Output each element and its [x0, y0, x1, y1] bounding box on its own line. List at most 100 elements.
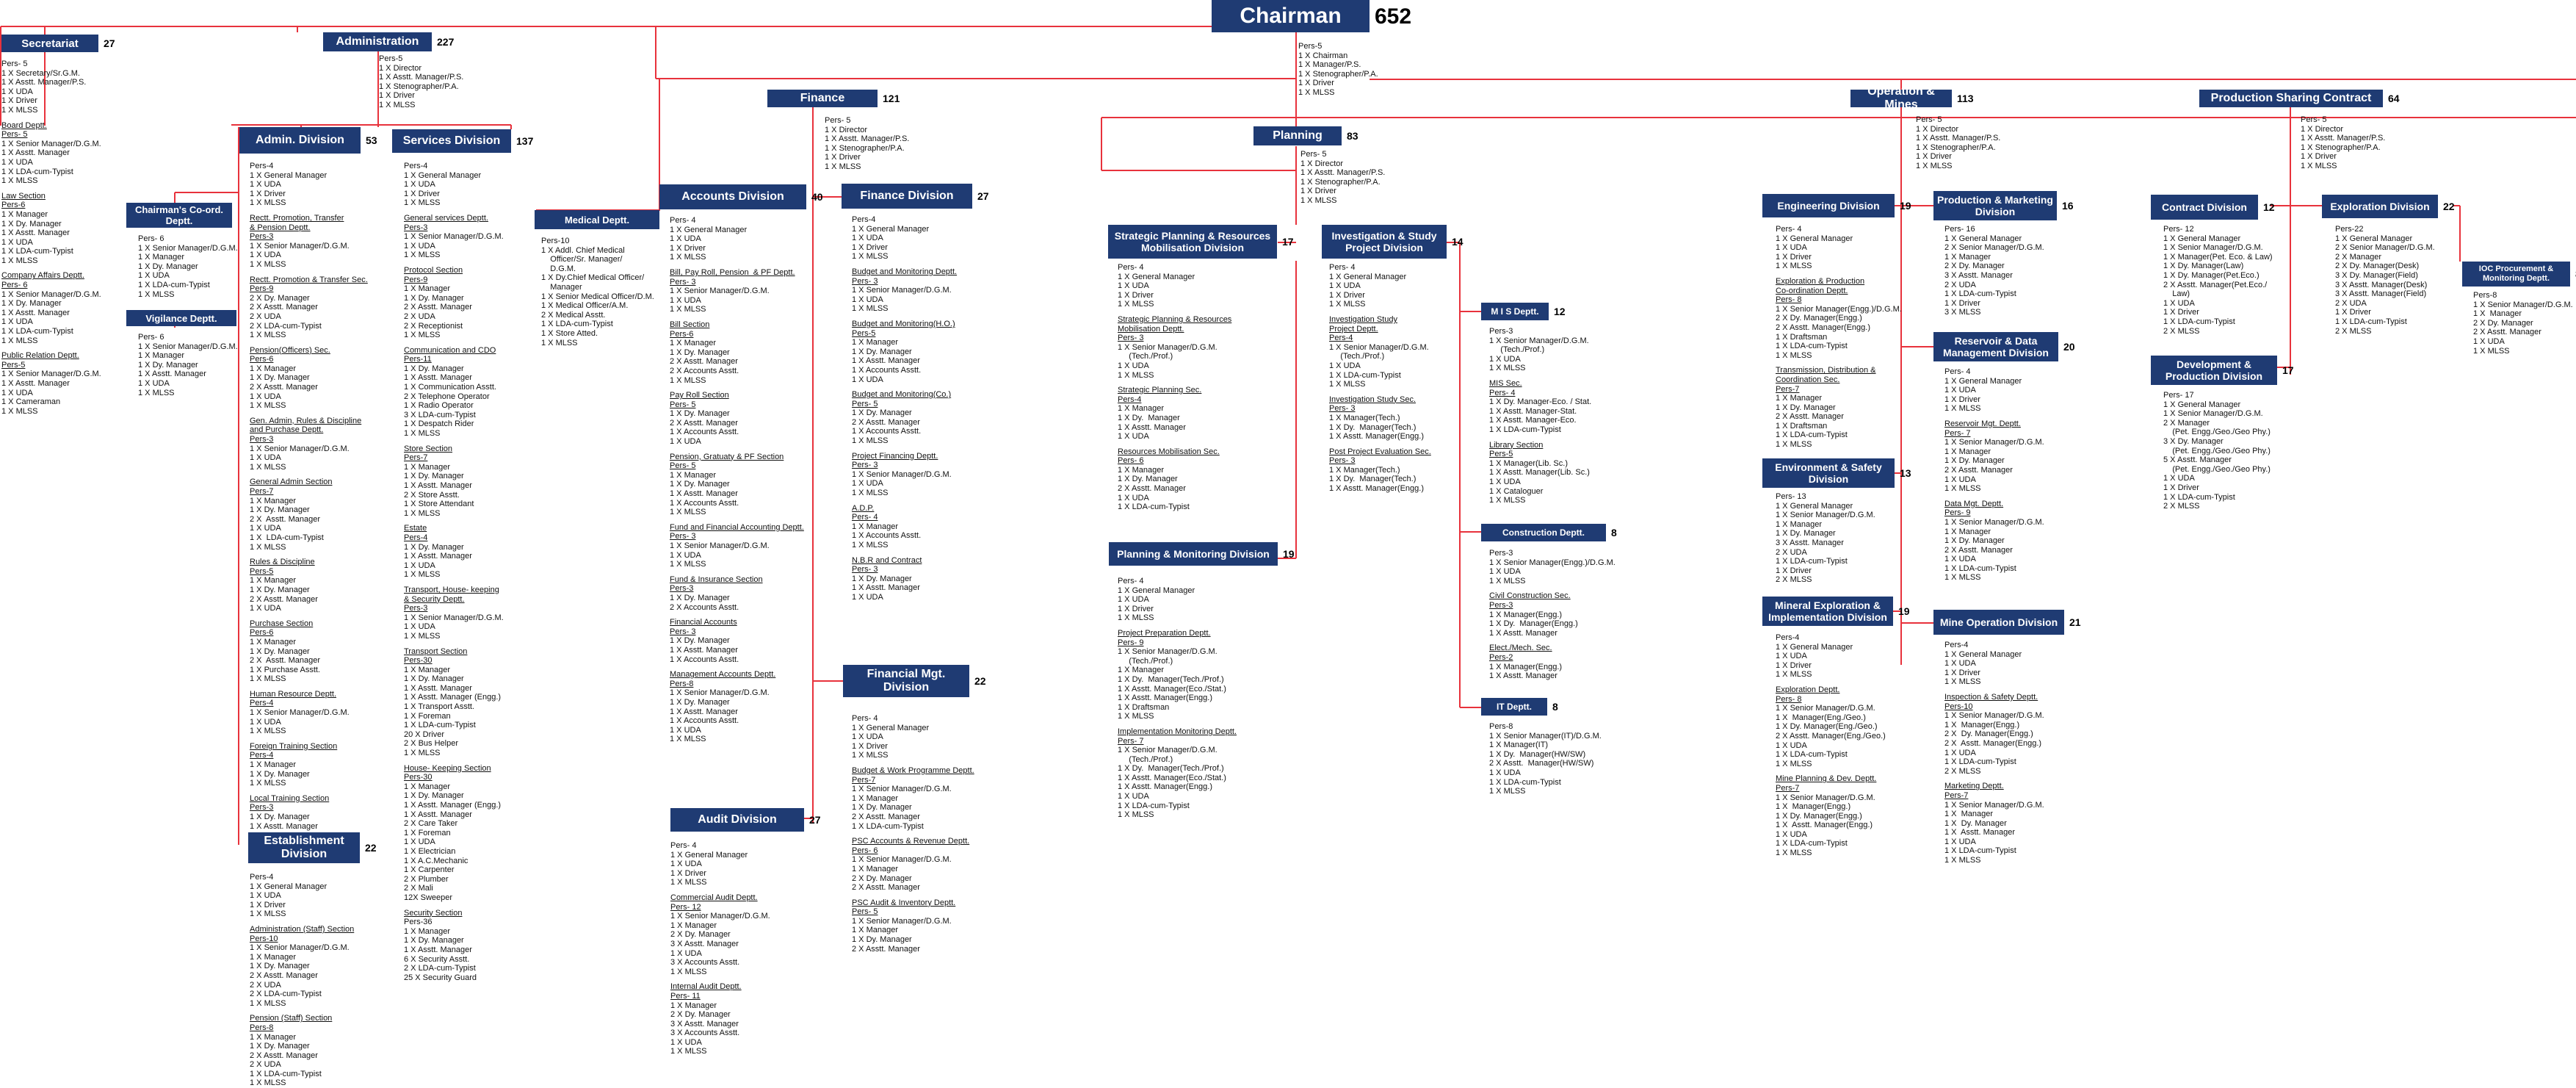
staff-line: 1 X Asstt. Manager [404, 945, 472, 954]
staff-line: 1 X Asstt. Manager (Engg.) [404, 693, 502, 702]
staff-line: 1 X MLSS [1944, 484, 1981, 494]
staff-line: 1 X Driver [1776, 566, 1812, 575]
staff-line: 1 X Driver [1118, 290, 1154, 300]
staff-line: 1 X Dy. Manager [250, 505, 310, 515]
staff-line: 1 X UDA [250, 453, 281, 463]
staff-line: 1 X Asstt. Manager [1, 148, 70, 158]
staff-line: Pers-3 [250, 435, 274, 444]
staff-line: 2 X Asstt. Manager(Pet.Eco./ [2163, 280, 2268, 289]
staff-line: 2 X MLSS [2335, 326, 2372, 336]
staff-line: Pers-3 [670, 584, 694, 594]
staff-line: 1 X UDA [852, 234, 883, 243]
staff-line: Pers-10 [1944, 702, 1973, 711]
staff-line: Pers- 4 [670, 216, 696, 225]
staff-line: 1 X UDA [670, 948, 702, 958]
staff-line: Pers-6 [250, 355, 274, 364]
org-unit-secretariat: Secretariat [1, 35, 98, 52]
staff-line: 1 X MLSS [1776, 350, 1812, 360]
staff-line: 1 X Senior Manager/D.G.M. [1776, 793, 1875, 802]
staff-line: 1 X Driver [852, 741, 888, 751]
staff-line: 1 X UDA [1118, 281, 1149, 291]
staff-line: 1 X UDA [1776, 829, 1807, 839]
staff-line: 1 X Dy. Manager(Tech.) [1329, 422, 1417, 432]
staff-line: 2 X Asstt. Manager [670, 357, 738, 367]
staff-line: Pers-11 [404, 355, 432, 364]
staff-line: Pers-6 [250, 628, 274, 638]
staff-line: 3 X Asstt. Manager [1776, 538, 1844, 547]
staff-line: 2 X Manager [2335, 252, 2381, 262]
staff-line: Pers- 3 [1329, 404, 1356, 414]
staff-line: 1 X Despatch Rider [404, 419, 474, 429]
staff-line: 2 X MLSS [2163, 502, 2200, 511]
staff-line: 1 X UDA [1776, 243, 1807, 253]
staff-line: 1 X LDA-cum-Typist [1, 167, 73, 176]
staff-line: 1 X Accounts Asstt. [852, 427, 922, 436]
staff-line: 1 X Dy. Manager [404, 472, 464, 481]
staff-line: 2 X LDA-cum-Typist [404, 964, 476, 973]
staff-line: 1 X Manager(Pet. Eco. & Law) [2163, 252, 2273, 262]
staff-line: Pers-4 [250, 699, 274, 708]
staff-line: 1 X UDA [852, 732, 883, 742]
staff-line: 2 X Accounts Asstt. [670, 602, 739, 612]
staff-line: 1 X Medical Officer/A.M. [541, 301, 629, 311]
staff-line: 1 X Driver [2163, 483, 2199, 492]
unit-headcount: 22 [365, 842, 377, 854]
staff-line: Pers-7 [1944, 790, 1969, 800]
staff-line: 1 X Senior Manager/D.G.M. [1776, 511, 1875, 520]
staff-line: 1 X MLSS [670, 305, 706, 314]
staff-line: 1 X General Manager [2163, 234, 2241, 243]
staff-line: 1 X LDA-cum-Typist [1776, 557, 1848, 566]
staff-line: 1 X General Manager [1118, 586, 1195, 595]
staff-line: Pers-4 [1329, 334, 1353, 343]
staff-line: Pers-8 [2473, 291, 2497, 300]
staff-line: 1 X Driver [404, 189, 440, 198]
staff-line: 1 X Asstt. Manager/P.S. [825, 134, 910, 144]
staff-line: 1 X A.C.Mechanic [404, 856, 468, 865]
staff-line: Pers- 6 [138, 234, 164, 243]
staff-line: Pers- 5 [670, 400, 696, 409]
staff-line: Pers-4 [1944, 641, 1969, 649]
staff-line: 1 X Asstt. Manager [852, 583, 920, 593]
org-unit-mineop: Mine Operation Division [1933, 610, 2064, 635]
staff-line: 1 X Dy. Manager [1944, 536, 2005, 546]
staff-line: 1 X Manager(Engg.) [1489, 662, 1563, 671]
staff-line: 1 X Draftsman [1776, 332, 1828, 342]
staff-line: 2 X Medical Asstt. [541, 310, 606, 320]
staff-line: 1 X Manager [852, 926, 898, 935]
staff-line: 1 X Director [2301, 124, 2344, 134]
staff-line: Pers-7 [1776, 783, 1800, 793]
staff-line: 1 X UDA [404, 561, 435, 570]
staff-line: Library Section [1489, 440, 1544, 450]
staff-line: 1 X Asstt. Manager [1, 228, 70, 238]
staff-line: 1 X UDA [1, 388, 33, 397]
staff-line: Budget and Monitoring(H.O.) [852, 319, 955, 328]
staff-line: 2 X MLSS [2163, 326, 2200, 336]
staff-line: 1 X MLSS [1916, 161, 1953, 170]
staff-line: 1 X Asstt. Manager [1, 379, 70, 388]
staff-line: 3 X Asstt. Manager [670, 939, 739, 948]
staff-line: 2 X Receptionist [404, 321, 463, 331]
staff-line: 1 X Dy. Manager-Eco. / Stat. [1489, 397, 1592, 407]
staff-line: 2 X Mali [404, 884, 433, 893]
staff-line: 1 X MLSS [1, 176, 38, 186]
staff-line: Pers- 4 [1776, 225, 1802, 234]
staff-line: 3 X Asstt. Manager [670, 1019, 739, 1028]
staff-line: 1 X Dy. Manager [250, 813, 310, 821]
unit-headcount: 12 [1554, 306, 1566, 317]
staff-line: 1 X General Manager [250, 170, 328, 180]
staff-line: 1 X UDA [1944, 837, 1976, 846]
staff-line: 1 X MLSS [1, 406, 38, 416]
staff-line: 1 X MLSS [1776, 440, 1812, 450]
org-unit-finance: Finance [767, 90, 878, 107]
staff-line: 1 X Senior Manager/D.G.M. [1944, 711, 2044, 721]
staff-line: 1 X Senior Manager(IT)/D.G.M. [1489, 731, 1602, 741]
staff-line: 1 X Senior Manager/D.G.M. [670, 287, 770, 296]
staff-line: 1 X General Manager [2335, 234, 2413, 243]
staff-line: Strategic Planning Sec. [1118, 386, 1202, 395]
staff-line: 1 X Manager [1944, 527, 1991, 536]
staff-line: 1 X UDA [1, 157, 33, 167]
